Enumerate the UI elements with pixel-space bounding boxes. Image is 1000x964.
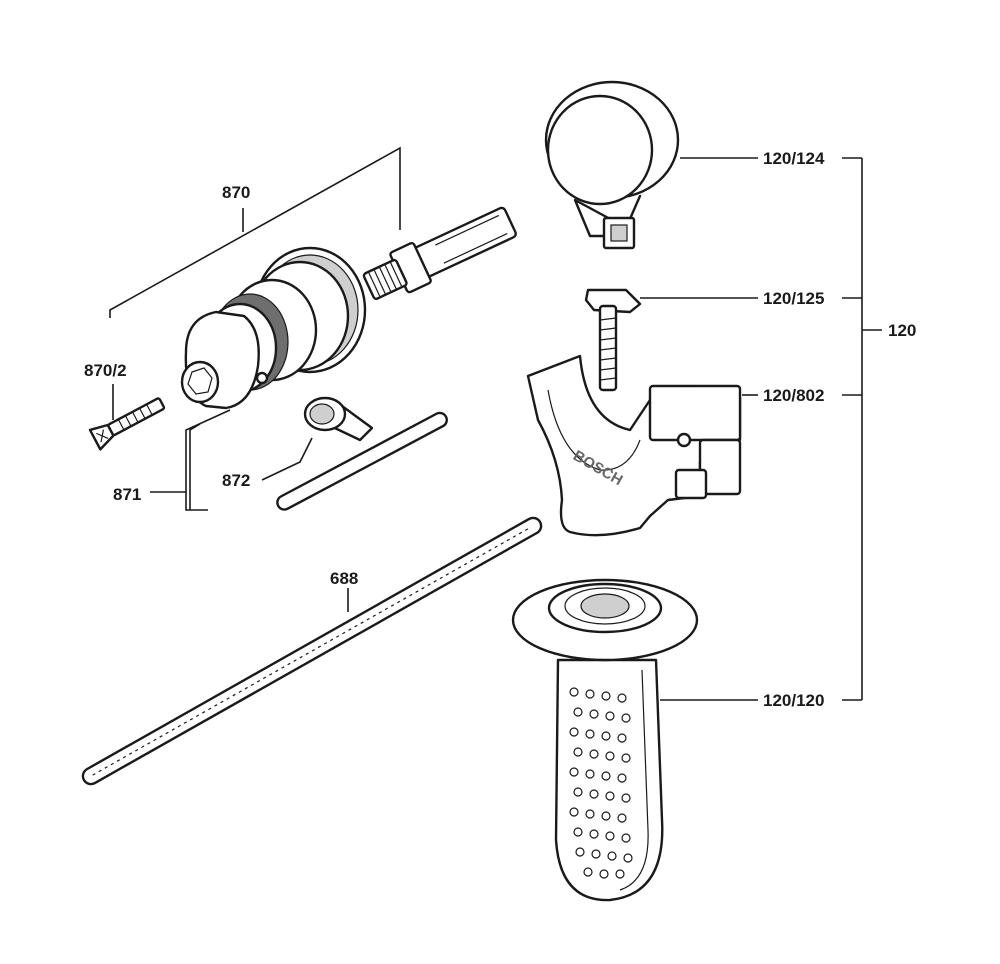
label-872: 872 (222, 471, 250, 490)
chuck-key (276, 396, 448, 511)
handle-housing: BOSCH (526, 354, 742, 537)
label-870: 870 (222, 183, 250, 202)
depth-stop-rod (81, 516, 543, 786)
t-bolt (584, 288, 642, 392)
leader-lines (109, 146, 882, 701)
label-120: 120 (888, 321, 916, 340)
keyed-drill-chuck (180, 246, 367, 410)
label-871: 871 (113, 485, 141, 504)
part-labels: 870 870/2 871 872 688 120/124 120/125 12… (84, 149, 916, 710)
sds-adapter-shank (362, 206, 517, 300)
clamp-band (544, 80, 680, 250)
side-handle-grip (511, 578, 699, 902)
chuck-retaining-screw (88, 397, 166, 451)
grip-texture (569, 687, 633, 879)
label-120-802: 120/802 (763, 386, 824, 405)
label-688: 688 (330, 569, 358, 588)
label-870-2: 870/2 (84, 361, 127, 380)
label-120-120: 120/120 (763, 691, 824, 710)
label-120-124: 120/124 (763, 149, 825, 168)
label-120-125: 120/125 (763, 289, 824, 308)
